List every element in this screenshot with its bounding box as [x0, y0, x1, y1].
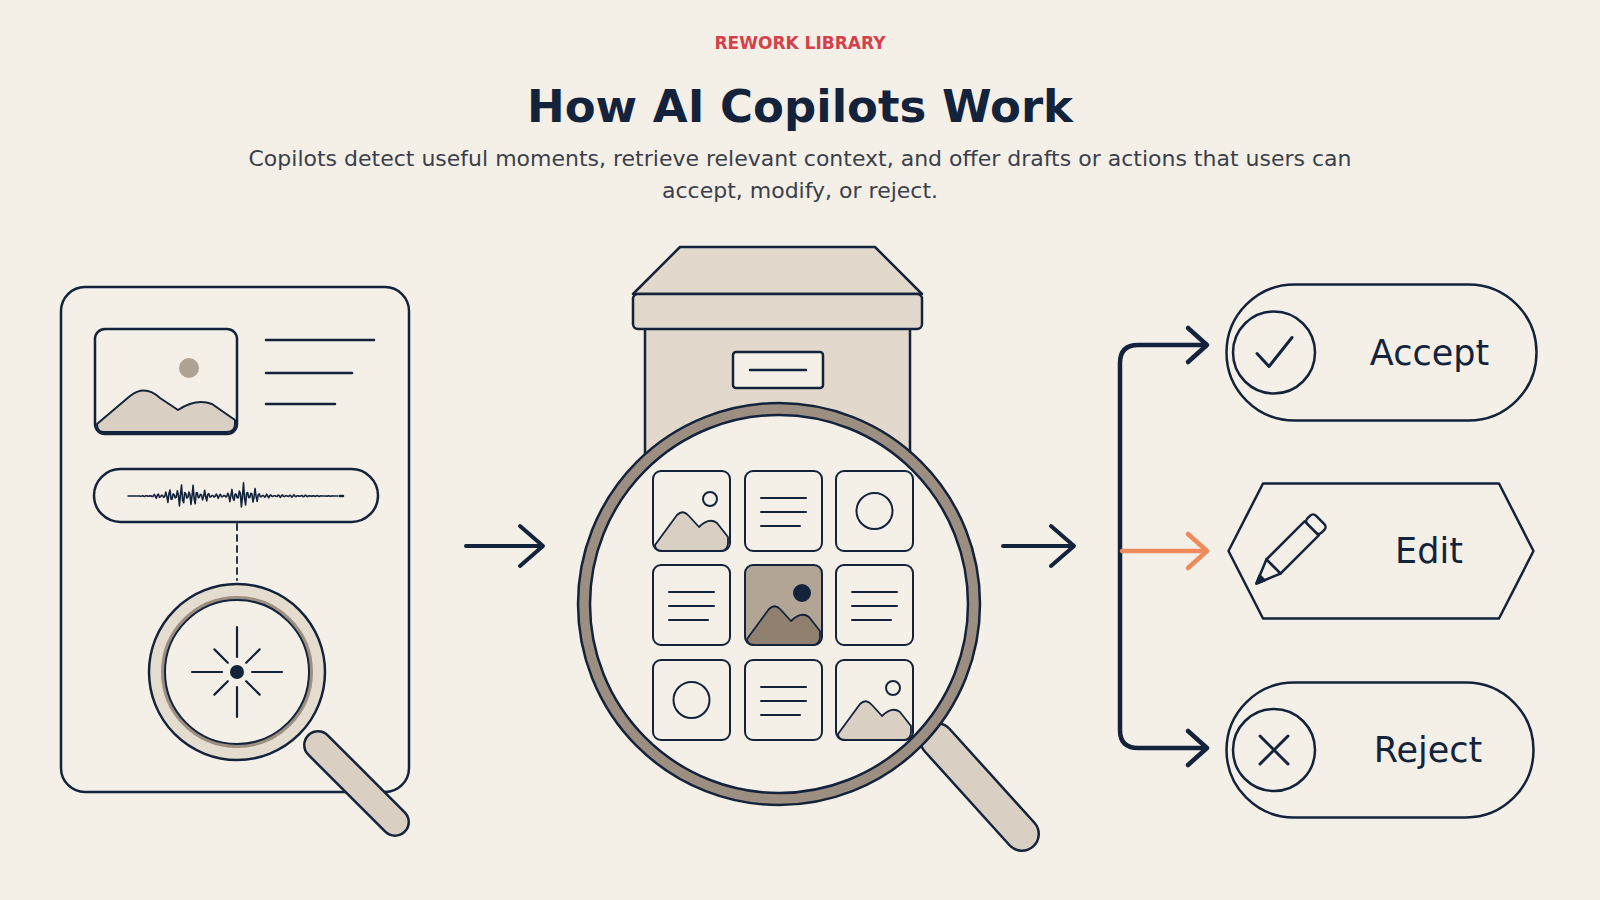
audio-pill — [94, 469, 378, 522]
caption: Copilots detect useful moments, retrieve… — [240, 143, 1360, 207]
edit-hexagon: Edit — [1227, 482, 1535, 620]
node-outline — [1227, 482, 1535, 620]
choice-label: Reject — [1374, 730, 1483, 770]
eyebrow-label: REWORK LIBRARY — [0, 33, 1600, 53]
choice-pill: Reject — [1225, 681, 1535, 819]
choice-label: Accept — [1370, 333, 1489, 373]
document-card — [61, 287, 409, 792]
image-thumb — [95, 329, 237, 434]
title: How AI Copilots Work — [0, 80, 1600, 133]
choice-label: Edit — [1395, 531, 1463, 571]
choice-pill: Accept — [1225, 283, 1538, 422]
